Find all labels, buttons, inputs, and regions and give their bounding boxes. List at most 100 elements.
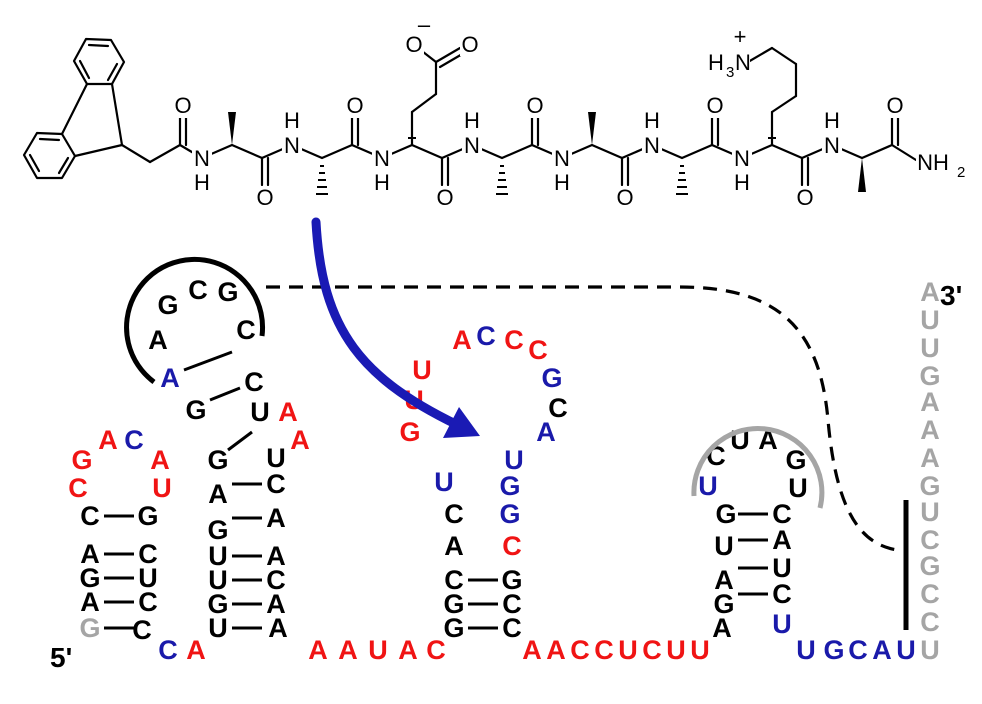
- nucleotide-94: C: [772, 579, 792, 609]
- nucleotide-46: U: [368, 635, 388, 665]
- amine-subscript: 2: [957, 164, 965, 181]
- nucleotide-96: U: [796, 635, 816, 665]
- nucleotide-105: C: [920, 525, 940, 555]
- nucleotide-112: U: [920, 333, 940, 363]
- hydrogen-label: H: [374, 170, 390, 195]
- nucleotide-42: A: [266, 589, 286, 619]
- oxygen-label: O: [174, 93, 191, 118]
- nucleotide-84: G: [715, 499, 736, 529]
- nucleotide-51: C: [444, 565, 464, 595]
- nucleotide-31: G: [217, 277, 238, 307]
- nucleotide-49: G: [443, 613, 464, 643]
- dashed-interaction: [266, 285, 899, 552]
- base-pair-12: [227, 430, 253, 452]
- nucleotide-29: G: [157, 290, 178, 320]
- nucleotide-85: U: [698, 471, 718, 501]
- nucleotide-67: G: [499, 499, 520, 529]
- nucleotide-22: U: [208, 541, 228, 571]
- nucleotide-76: U: [618, 635, 638, 665]
- nucleotide-41: C: [266, 565, 286, 595]
- nucleotide-10: A: [150, 445, 170, 475]
- nucleotide-93: U: [772, 553, 792, 583]
- nucleotide-40: A: [266, 541, 286, 571]
- nucleotide-48: C: [426, 635, 446, 665]
- gray-loop-arc: [691, 426, 825, 509]
- nucleotide-25: G: [207, 445, 228, 475]
- nucleotide-108: A: [920, 443, 940, 473]
- nitrogen-label: N: [464, 133, 480, 158]
- hydrogen-label: H: [284, 108, 300, 133]
- nucleotide-81: G: [713, 589, 734, 619]
- nucleotide-69: G: [501, 565, 522, 595]
- nucleotide-37: U: [266, 443, 286, 473]
- ammonium-n: N: [735, 50, 751, 75]
- nucleotide-110: A: [920, 387, 940, 417]
- nitrogen-label: N: [194, 146, 210, 171]
- nucleotide-97: G: [823, 635, 844, 665]
- nucleotide-95: U: [772, 609, 792, 639]
- nucleotide-107: G: [919, 471, 940, 501]
- nucleotide-61: C: [528, 335, 548, 365]
- nucleotide-62: G: [541, 363, 562, 393]
- nucleotide-63: C: [548, 393, 568, 423]
- nucleotide-57: U: [412, 355, 432, 385]
- nucleotide-72: A: [522, 635, 542, 665]
- nucleotide-9: C: [124, 425, 144, 455]
- nucleotide-50: G: [443, 589, 464, 619]
- nucleotide-32: C: [236, 315, 256, 345]
- amine-label: NH: [917, 150, 949, 175]
- oxygen-label: O: [436, 185, 453, 210]
- nucleotide-19: U: [208, 613, 228, 643]
- nucleotide-14: U: [138, 563, 158, 593]
- fluorenyl-group: [22, 37, 182, 180]
- nucleotide-89: G: [785, 445, 806, 475]
- nucleotide-38: C: [266, 469, 286, 499]
- nucleotide-18: A: [186, 635, 206, 665]
- nucleotide-71: C: [502, 613, 522, 643]
- nucleotide-113: U: [920, 305, 940, 335]
- base-pair-14: [183, 350, 233, 372]
- binding-arrow: [311, 217, 473, 435]
- nucleotide-99: A: [872, 635, 892, 665]
- nucleotide-33: C: [244, 367, 264, 397]
- nucleotide-65: U: [504, 445, 524, 475]
- oxygen-label: O: [796, 185, 813, 210]
- nucleotide-55: G: [399, 417, 420, 447]
- nucleotide-21: U: [208, 565, 228, 595]
- binding-arrow-head: [443, 407, 480, 438]
- nucleotide-20: G: [207, 589, 228, 619]
- nucleotide-75: C: [594, 635, 614, 665]
- base-pair-13: [209, 386, 241, 402]
- nucleotide-101: U: [920, 635, 940, 665]
- oxygen-label: O: [616, 185, 633, 210]
- nucleotide-109: A: [920, 415, 940, 445]
- nucleotide-35: A: [278, 397, 298, 427]
- nucleotide-64: A: [536, 417, 556, 447]
- nucleotide-60: C: [504, 325, 524, 355]
- nucleotide-36: A: [290, 425, 310, 455]
- nucleotide-78: U: [666, 635, 686, 665]
- nucleotide-2: A: [80, 587, 100, 617]
- oxygen-label: O: [461, 32, 478, 57]
- nitrogen-label: N: [284, 133, 300, 158]
- oxygen-label: O: [886, 93, 903, 118]
- nucleotide-66: G: [499, 471, 520, 501]
- oxygen-label: O: [405, 32, 422, 57]
- oxygen-label: O: [526, 93, 543, 118]
- hydrogen-label: H: [554, 170, 570, 195]
- nucleotide-13: C: [138, 539, 158, 569]
- oxygen-label: O: [706, 93, 723, 118]
- nucleotide-8: A: [98, 425, 118, 455]
- nucleotide-39: A: [266, 503, 286, 533]
- nucleotide-43: A: [268, 613, 288, 643]
- nucleotide-16: C: [132, 615, 152, 645]
- nucleotide-15: C: [138, 587, 158, 617]
- nucleotide-80: A: [712, 613, 732, 643]
- nucleotide-106: U: [920, 497, 940, 527]
- nucleotide-26: G: [185, 395, 206, 425]
- nucleotide-54: U: [434, 467, 454, 497]
- nucleotide-79: U: [690, 635, 710, 665]
- nucleotide-7: G: [71, 445, 92, 475]
